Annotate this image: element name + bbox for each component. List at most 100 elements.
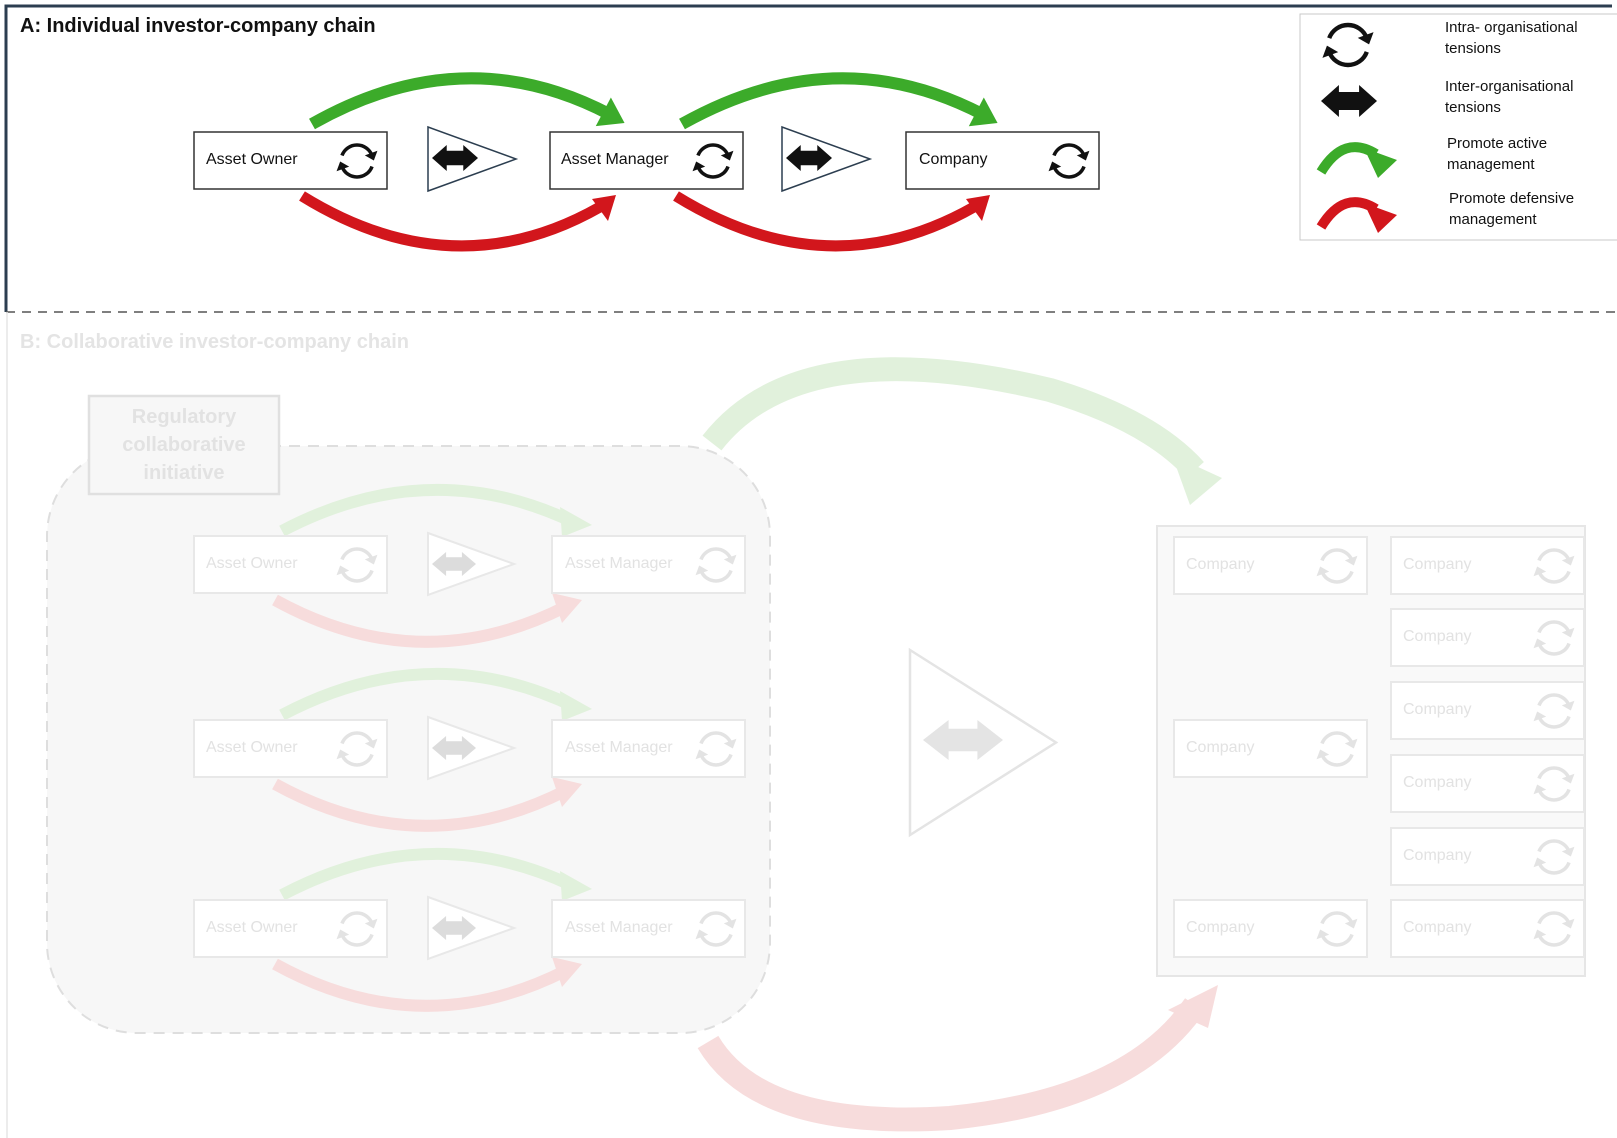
chain-1-manager-label: Asset Manager [565,555,673,572]
cycle-arrowhead [336,929,350,940]
cycle-arc [1537,693,1571,707]
cycle-arrowhead [723,554,737,565]
active-arrow-1 [309,72,625,130]
cycle-arc [1537,861,1571,875]
cycle-arrowhead [695,565,709,576]
company-8-cycle-icon [1316,911,1358,947]
cycle-arrowhead [1344,918,1358,929]
cycle-arc [1537,570,1571,584]
cycle-arc [340,911,374,925]
legend-defensive-icon [1316,197,1397,233]
central-inter-arrow-icon [923,720,1003,760]
chain-defensive-body [272,778,568,832]
cycle-arc [699,933,733,947]
cycle-arrowhead [1533,929,1547,940]
company-box-7 [1390,827,1585,886]
active-arrow-2-body [679,72,985,130]
company-label-2: Company [1403,556,1472,573]
active-arrow-2 [679,72,998,130]
cycle-arrowhead [1316,566,1330,577]
legend-active-icon [1316,142,1397,178]
chain-2-manager-box [551,719,746,778]
cycle-arrowhead [1561,918,1575,929]
company-5-cycle-icon [1316,731,1358,767]
cycle-arrowhead [1561,627,1575,638]
chain-3-inter-arrow-icon [432,916,476,940]
company-4-cycle-icon [1533,693,1575,729]
chain-2-manager-label: Asset Manager [565,739,673,756]
collective-active-body [702,357,1204,479]
active-arrow-2-head [968,97,998,127]
cycle-arrowhead [1533,566,1547,577]
chain-defensive-head [552,957,582,987]
chain-2-owner-box [193,719,388,778]
company-7-cycle-icon [1533,839,1575,875]
company-6-cycle-icon [1533,766,1575,802]
cycle-arrowhead [1533,711,1547,722]
company-box-5 [1173,719,1368,778]
cycle-arrowhead [723,738,737,749]
asset-manager-box [549,131,744,190]
cycle-arrowhead [1561,773,1575,784]
cycle-arc [1327,50,1369,68]
cycle-arc [1537,788,1571,802]
chain-defensive-body [272,958,568,1012]
company-box-1 [1173,536,1368,595]
company-box-3 [1390,608,1585,667]
regulatory-box [87,394,281,496]
cycle-arrowhead [1533,638,1547,649]
cycle-arc [1320,731,1354,745]
cycle-arc [1537,715,1571,729]
legend-defensive-icon-head [1364,203,1397,233]
cycle-arc [340,933,374,947]
company-label-1: Company [1186,556,1255,573]
chain-2-inter-arrow-icon [432,736,476,760]
chain-3-owner-label: Asset Owner [206,919,298,936]
chain-1-manager-cycle-icon [695,547,737,583]
cycle-arrowhead [1048,161,1062,172]
legend [1299,13,1617,241]
cycle-arc [1320,753,1354,767]
inter-arrow-icon-2 [786,145,832,171]
company-label-8: Company [1186,919,1255,936]
chain-1-owner-label: Asset Owner [206,555,298,572]
cycle-arc [1537,766,1571,780]
company-2-cycle-icon [1533,548,1575,584]
cycle-arrowhead [1322,45,1339,58]
chain-1-manager-box [551,535,746,594]
chain-3-manager-box [551,899,746,958]
chain-1-active-arrow [279,484,592,537]
cycle-arc [1052,165,1086,179]
asset-owner-cycle-icon [336,143,378,179]
cycle-arc [1537,642,1571,656]
defensive-arrow-1-head [592,195,616,221]
cycle-arrowhead [695,749,709,760]
company-label-6: Company [1403,774,1472,791]
company-label-5: Company [1186,739,1255,756]
cycle-arc [696,143,730,157]
company-label-4: Company [1403,701,1472,718]
cycle-arc [340,753,374,767]
cycle-arrowhead [1533,857,1547,868]
cycle-arc [699,547,733,561]
chain-1-inter-arrow-icon [432,552,476,576]
panel-a-title: A: Individual investor-company chain [20,15,376,37]
company-label: Company [919,151,988,168]
cycle-arrowhead [1533,784,1547,795]
chain-active-head [560,691,592,721]
cycle-arc [1320,570,1354,584]
company-3-cycle-icon [1533,620,1575,656]
cycle-arc [696,165,730,179]
chain-active-body [279,668,578,721]
chain-2-active-arrow [279,668,592,721]
inter-arrow-icon-1 [432,145,478,171]
legend-box [1299,13,1617,241]
cycle-arrowhead [1316,929,1330,940]
collective-active-head [1172,455,1222,505]
chain-active-head [560,871,592,901]
cycle-arrowhead [692,161,706,172]
legend-active-icon-head [1364,148,1397,178]
cycle-arc [1320,933,1354,947]
collective-defensive-body [697,998,1205,1132]
